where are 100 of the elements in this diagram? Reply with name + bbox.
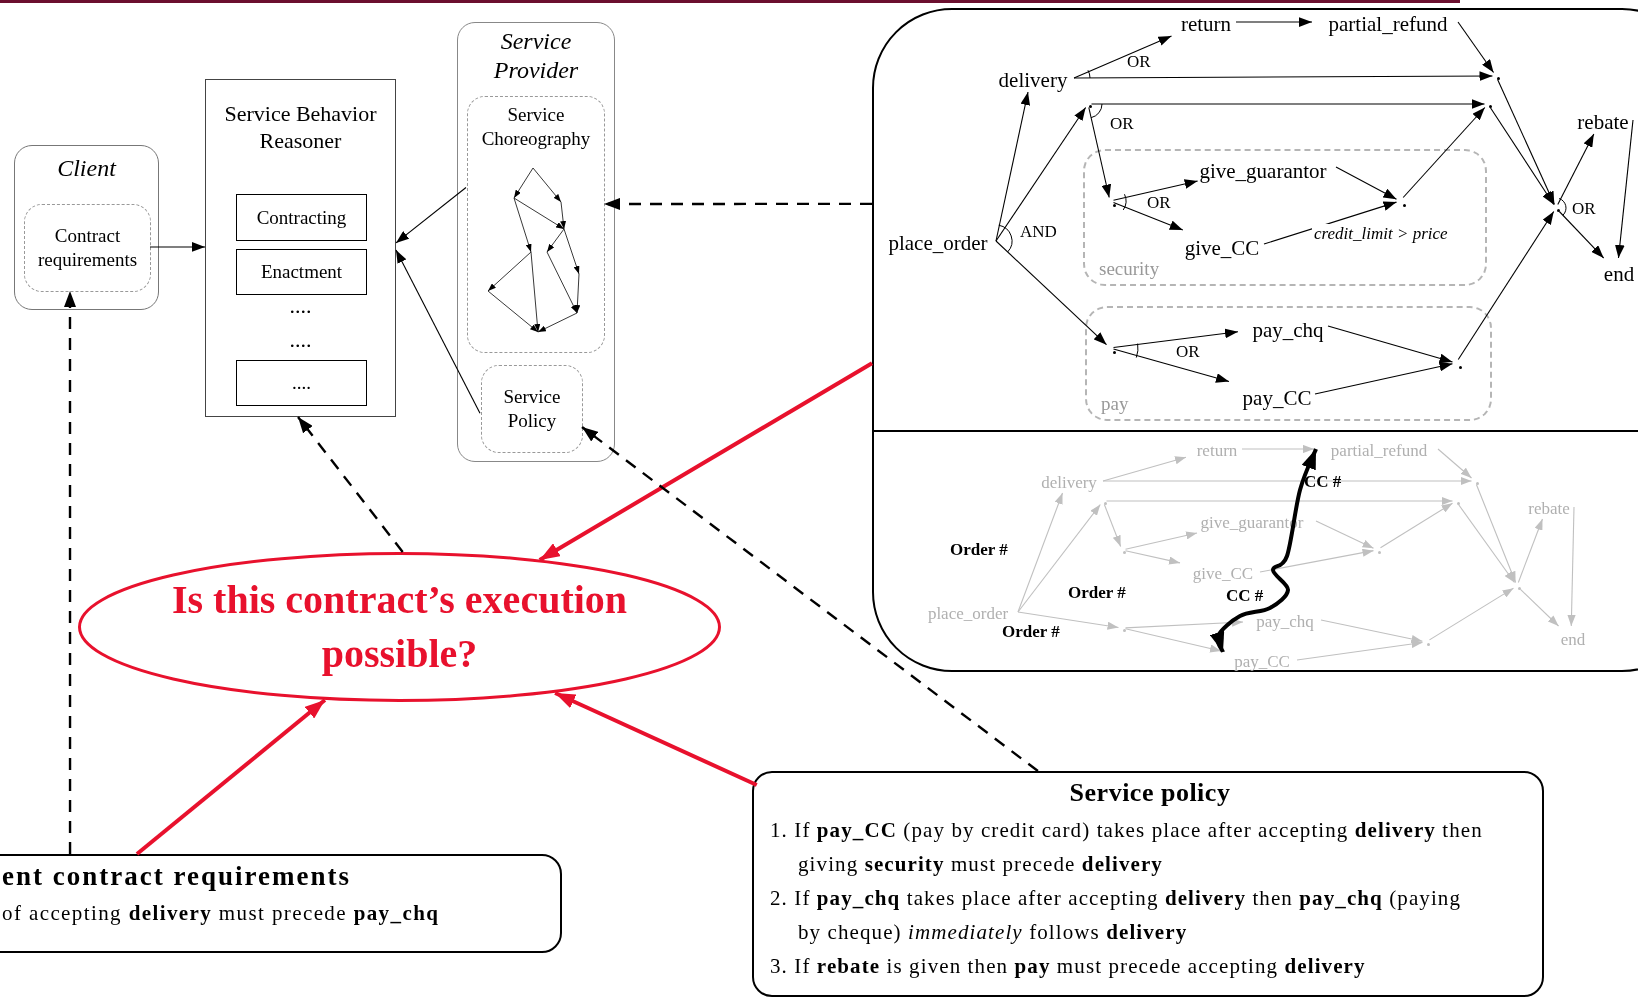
task-label: end (1556, 630, 1590, 650)
arrow (1259, 548, 1375, 573)
arrow (1263, 201, 1398, 245)
arrow (395, 186, 467, 244)
arrow (1017, 611, 1120, 630)
ellipsis-label: .... (289, 326, 312, 353)
arrow (1112, 201, 1184, 231)
arrow (1314, 361, 1454, 395)
arrow (1402, 106, 1486, 199)
gateway-label: OR (1176, 342, 1200, 362)
arrow (604, 197, 872, 210)
data-label: CC # (1304, 472, 1342, 492)
dashed-box (24, 204, 151, 292)
note-text: of accepting delivery must precede pay_chq (2, 900, 440, 926)
arrow (1519, 588, 1560, 627)
arrow (1124, 618, 1244, 629)
client-box (14, 145, 159, 310)
note-box (0, 854, 562, 953)
data-label: Order # (1068, 583, 1126, 603)
junction-point (1556, 208, 1560, 212)
junction-point (1103, 501, 1107, 505)
arrow (135, 698, 327, 856)
arrow (1088, 106, 1112, 199)
task-label: delivery (990, 68, 1076, 92)
junction-point (1517, 586, 1521, 590)
arrow (1112, 179, 1199, 201)
arrow (1124, 531, 1198, 550)
arrow (1457, 210, 1555, 361)
arrow (995, 91, 1031, 242)
arrow (1090, 99, 1486, 109)
arrow (538, 361, 873, 562)
arrow (64, 291, 76, 854)
arrow (1497, 78, 1555, 206)
junction-point (1122, 628, 1126, 632)
module-box (236, 360, 367, 406)
data-label: Order # (950, 540, 1008, 560)
arrow (1489, 106, 1555, 206)
question-text: Is this contract’s execution possible? (170, 576, 629, 678)
task-label: partial_refund (1316, 12, 1460, 36)
box-label: Enactment (260, 260, 343, 284)
rule-text: 3. If rebate is given then pay must precede accepting delivery (770, 953, 1367, 980)
arrow (1124, 628, 1222, 653)
arrow (149, 242, 206, 252)
arrow (1457, 21, 1495, 74)
gateway-label: OR (1127, 52, 1151, 72)
arrow (1017, 503, 1101, 613)
data-label: Order # (1002, 622, 1060, 642)
question-ellipse (78, 552, 721, 702)
junction-point (1122, 550, 1126, 554)
arrow (1517, 518, 1543, 584)
task-label: delivery (1033, 473, 1105, 493)
arrow (1558, 210, 1605, 259)
junction-point (1496, 76, 1500, 80)
arrow (1567, 506, 1576, 627)
arrow (1615, 119, 1634, 259)
group-outline (1085, 306, 1492, 421)
arrow (1105, 496, 1454, 506)
task-label: give_CC (1184, 564, 1262, 584)
junction-point (1377, 550, 1381, 554)
arrow (1073, 71, 1494, 81)
task-label: give_guarantor (1186, 159, 1340, 183)
task-label: pay_chq (1244, 318, 1332, 342)
arrow (1241, 444, 1315, 454)
arrow (1320, 619, 1424, 644)
note-title: ent contract requirements (2, 860, 351, 892)
arrow (1112, 328, 1239, 349)
arrow (1457, 503, 1516, 584)
arrow (1102, 476, 1473, 486)
arrow (1073, 35, 1173, 79)
arrow (581, 426, 1039, 772)
task-label: pay_CC (1225, 652, 1299, 672)
junction-point (1475, 481, 1479, 485)
junction-point (1402, 203, 1406, 207)
arrow (1296, 639, 1424, 661)
junction-point (1458, 365, 1462, 369)
data-label: CC # (1226, 586, 1264, 606)
arrow (1112, 348, 1230, 383)
arrow (1428, 587, 1515, 641)
task-label: rebate (1522, 499, 1576, 519)
group-label: pay (1101, 393, 1129, 415)
note-box (752, 771, 1544, 997)
provider-box (457, 22, 615, 462)
arrow (1475, 483, 1517, 584)
arrow (1335, 166, 1398, 200)
box-title: Client (57, 154, 116, 183)
arrow (1327, 325, 1454, 364)
arrow (1315, 520, 1375, 549)
box-label: .... (292, 371, 311, 395)
task-label: place_order (878, 231, 998, 255)
task-label: return (1174, 12, 1238, 36)
task-label: pay_chq (1247, 612, 1323, 632)
edge-label: credit_limit > price (1312, 224, 1450, 244)
junction-point (1112, 203, 1116, 207)
note-title: Service policy (1069, 777, 1231, 809)
dashed-box (467, 96, 605, 353)
box-title: Service Provider (492, 27, 580, 85)
box-label: Service Choreography (480, 103, 592, 151)
task-label: end (1600, 262, 1638, 286)
task-label: place_order (916, 604, 1020, 624)
junction-point (1112, 350, 1116, 354)
